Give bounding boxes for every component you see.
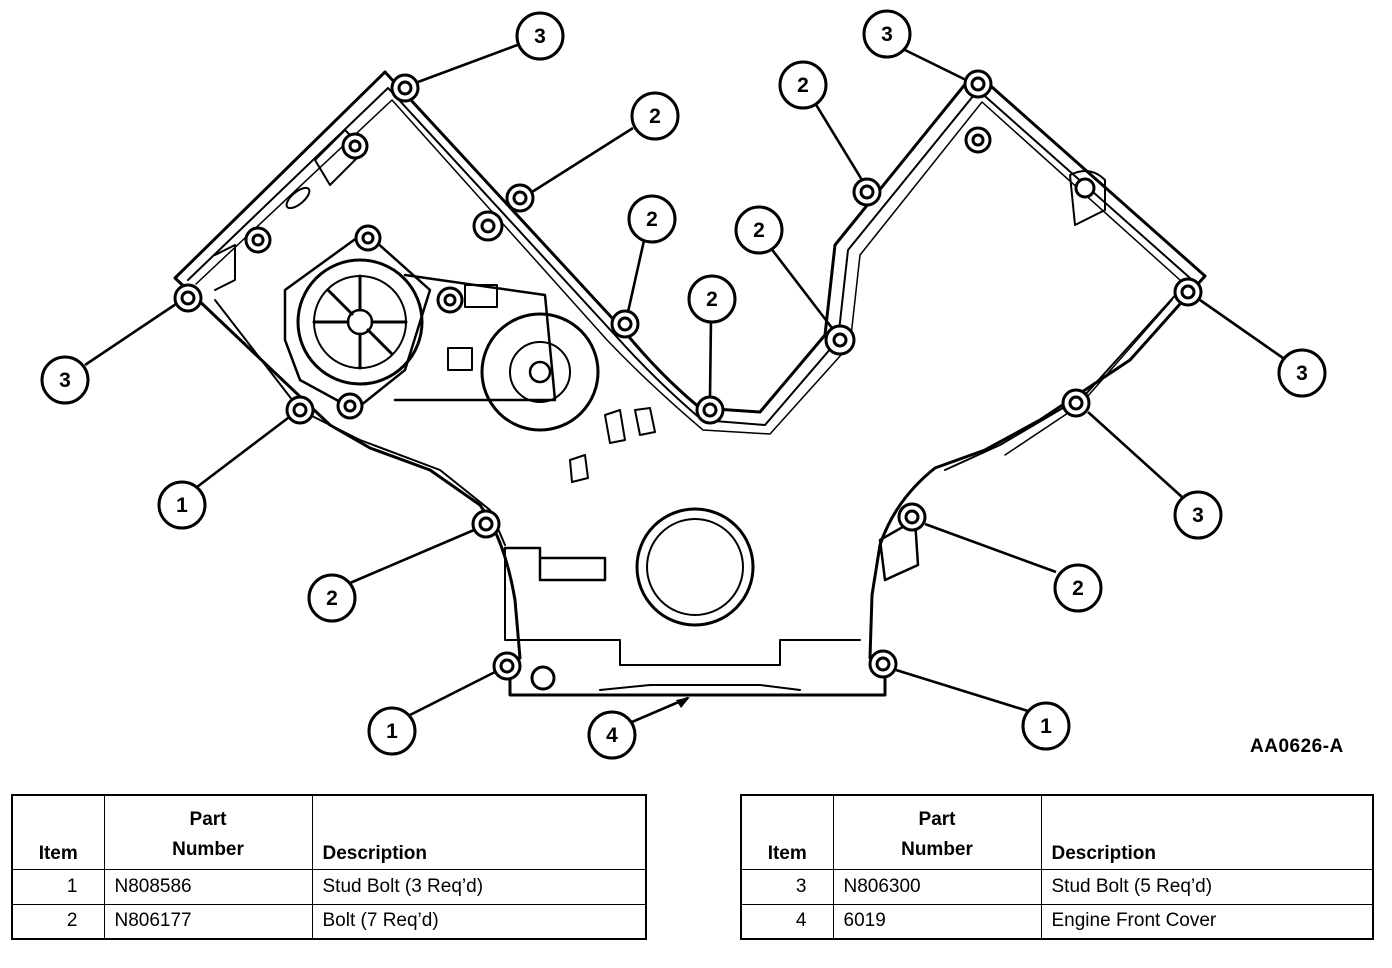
svg-text:2: 2 [646, 208, 658, 231]
svg-text:4: 4 [606, 724, 618, 747]
callout-marker: 2 [687, 274, 737, 324]
cell-part-number: 6019 [832, 903, 1042, 940]
svg-text:3: 3 [881, 23, 893, 46]
svg-text:3: 3 [1296, 362, 1308, 385]
svg-text:1: 1 [386, 720, 398, 743]
table-row: 2 N806177 Bolt (7 Req’d) [11, 903, 647, 940]
header-part-line1: Part [918, 808, 956, 830]
cell-description: Engine Front Cover [1040, 903, 1374, 940]
callout-marker: 3 [1173, 490, 1223, 540]
table-header-row: Item Part Number Description [740, 794, 1374, 870]
cell-item: 4 [740, 903, 834, 940]
callout-marker: 2 [1053, 563, 1103, 613]
leader-lines [84, 42, 1284, 724]
callout-marker: 2 [734, 205, 784, 255]
callout-marker: 3 [862, 9, 912, 59]
header-description: Description [311, 794, 647, 870]
svg-text:3: 3 [534, 25, 546, 48]
callout-marker: 2 [778, 60, 828, 110]
header-description: Description [1040, 794, 1374, 870]
callout-marker: 3 [1277, 348, 1327, 398]
header-item: Item [11, 794, 105, 870]
engine-front-cover-diagram: 3 2 2 2 2 2 3 3 [40, 9, 1327, 760]
parts-table-right: Item Part Number Description 3 N806300 S… [740, 794, 1374, 940]
header-part-line2: Number [172, 838, 244, 860]
cell-item: 2 [11, 903, 105, 940]
callout-marker: 1 [367, 706, 417, 756]
callout-marker: 2 [307, 573, 357, 623]
callout-marker: 2 [630, 91, 680, 141]
cell-part-number: N806300 [832, 868, 1042, 905]
svg-text:2: 2 [753, 219, 765, 242]
svg-text:2: 2 [797, 74, 809, 97]
figure-id: AA0626-A [1250, 736, 1344, 757]
callout-marker: 1 [1021, 701, 1071, 751]
svg-text:3: 3 [59, 369, 71, 392]
callout-markers: 3 2 2 2 2 2 3 3 [40, 9, 1327, 760]
table-row: 4 6019 Engine Front Cover [740, 903, 1374, 940]
callout-marker: 3 [40, 355, 90, 405]
callout-marker: 2 [627, 194, 677, 244]
svg-text:2: 2 [706, 288, 718, 311]
cell-part-number: N806177 [103, 903, 313, 940]
cell-description: Stud Bolt (3 Req’d) [311, 868, 647, 905]
cell-description: Bolt (7 Req’d) [311, 903, 647, 940]
table-row: 1 N808586 Stud Bolt (3 Req’d) [11, 868, 647, 905]
cell-description: Stud Bolt (5 Req’d) [1040, 868, 1374, 905]
cell-item: 1 [11, 868, 105, 905]
header-part-line1: Part [189, 808, 227, 830]
cover-outline [173, 70, 1207, 697]
header-part-line2: Number [901, 838, 973, 860]
svg-text:1: 1 [176, 494, 188, 517]
header-part-number: Part Number [103, 794, 313, 870]
header-item: Item [740, 794, 834, 870]
table-header-row: Item Part Number Description [11, 794, 647, 870]
svg-text:1: 1 [1040, 715, 1052, 738]
svg-text:3: 3 [1192, 504, 1204, 527]
callout-marker: 1 [157, 480, 207, 530]
bolt-heads [173, 69, 1203, 691]
svg-text:2: 2 [649, 105, 661, 128]
header-part-number: Part Number [832, 794, 1042, 870]
svg-text:2: 2 [326, 587, 338, 610]
parts-table-left: Item Part Number Description 1 N808586 S… [11, 794, 647, 940]
svg-text:2: 2 [1072, 577, 1084, 600]
callout-marker: 4 [587, 710, 637, 760]
table-row: 3 N806300 Stud Bolt (5 Req’d) [740, 868, 1374, 905]
cell-part-number: N808586 [103, 868, 313, 905]
cell-item: 3 [740, 868, 834, 905]
callout-marker: 3 [515, 11, 565, 61]
